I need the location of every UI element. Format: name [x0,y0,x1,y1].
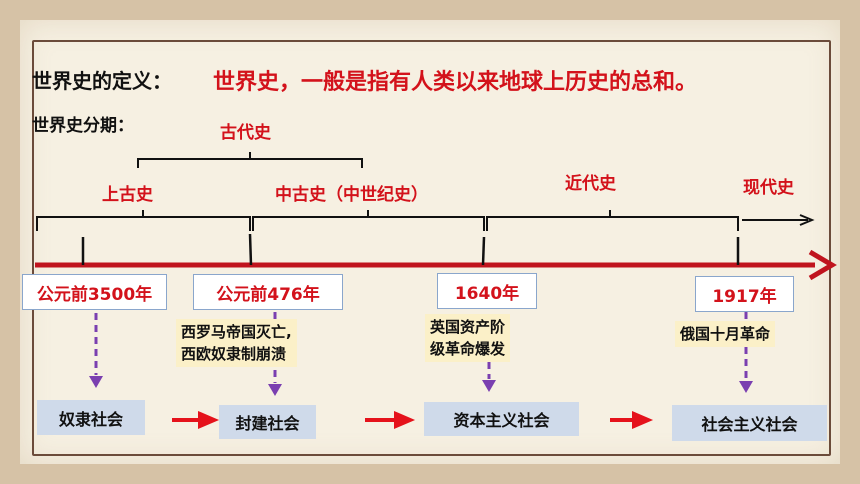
stage-feudal-society: 封建社会 [219,405,316,439]
era-modern: 近代史 [565,174,616,194]
era-middle-ages: 中古史（中世纪史） [275,185,428,205]
slide: 世界史的定义： 世界史，一般是指有人类以来地球上历史的总和。 世界史分期： 古代… [20,20,840,464]
tick-476bc [248,233,253,266]
event-english-revolution: 英国资产阶 级革命爆发 [425,314,511,362]
event-line: 俄国十月革命 [680,325,771,343]
bracket-middle-ages [252,210,485,231]
arrow-contemporary [799,214,815,226]
bracket-ancient [137,152,363,168]
date-box-3500bc: 公元前3500年 [22,274,167,310]
date-box-1917: 1917年 [695,276,794,312]
bracket-modern [486,210,739,231]
era-ancient: 古代史 [220,123,271,143]
definition-text: 世界史，一般是指有人类以来地球上历史的总和。 [213,70,698,95]
timeline-arrowhead [808,249,837,281]
date-box-1640: 1640年 [437,273,537,309]
dashed-arrowhead-2 [268,384,282,396]
periodization-label: 世界史分期： [32,116,134,136]
timeline-graphics [35,152,837,430]
stage-socialist-society: 社会主义社会 [672,405,827,441]
bracket-remote-antiquity [36,210,251,231]
event-line: 西罗马帝国灭亡, [181,323,292,341]
dashed-arrowhead-4 [739,381,753,393]
event-west-roman-fall: 西罗马帝国灭亡, 西欧奴隶制崩溃 [176,319,297,367]
era-remote-antiquity: 上古史 [102,185,153,205]
date-box-476bc: 公元前476年 [193,274,343,310]
slide-frame [32,40,831,456]
event-line: 西欧奴隶制崩溃 [181,345,287,363]
dashed-arrowhead-3 [482,380,496,392]
tick-1640 [481,236,486,266]
event-line: 级革命爆发 [430,340,506,358]
stage-slave-society: 奴隶社会 [37,400,145,435]
event-october-revolution: 俄国十月革命 [675,321,776,347]
stage-capitalist-society: 资本主义社会 [424,402,579,436]
definition-label: 世界史的定义： [32,69,172,93]
era-contemporary: 现代史 [743,178,794,198]
dashed-arrowhead-1 [89,376,103,388]
event-line: 英国资产阶 [430,318,506,336]
